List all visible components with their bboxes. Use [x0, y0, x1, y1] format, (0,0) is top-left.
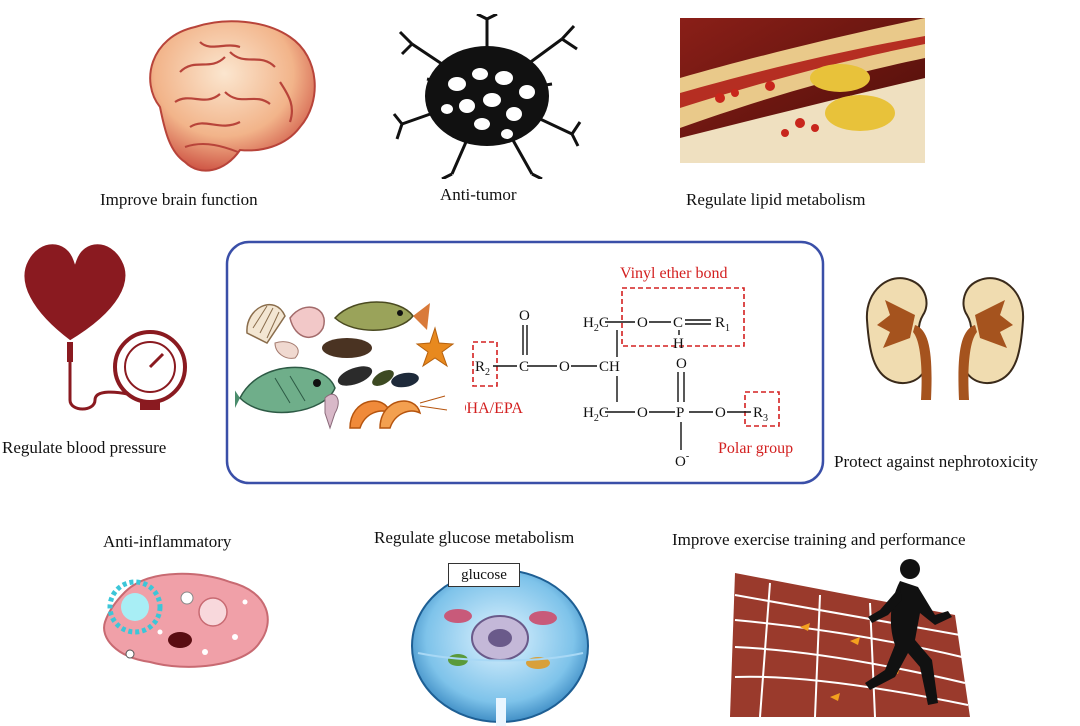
blood-pressure-label: Regulate blood pressure — [2, 438, 167, 457]
r2-box — [472, 341, 498, 387]
vinyl-ether-box — [621, 287, 745, 347]
lipid-label: Regulate lipid metabolism — [686, 190, 866, 209]
glucose-cell-illustration — [411, 569, 589, 726]
carbonyl-oxygen: O — [519, 308, 530, 324]
glucose-metabolism-label: Regulate glucose metabolism — [374, 528, 575, 547]
running-track-illustration — [730, 559, 970, 717]
lower-methylene: H2C — [583, 405, 609, 424]
phosphate-bottom-oxygen: O- — [675, 451, 689, 470]
artery-illustration — [680, 18, 925, 163]
polar-group-label: Polar group — [718, 440, 793, 457]
exercise-label: Improve exercise training and performanc… — [672, 530, 966, 549]
r1-atom: R1 — [715, 315, 730, 334]
ester-oxygen: O — [559, 359, 570, 375]
heart-gauge-illustration — [21, 241, 187, 411]
methine-ch: CH — [599, 359, 620, 375]
dha-epa-label: DHA/EPA — [465, 400, 523, 417]
phosphate-left-oxygen: O — [637, 405, 648, 421]
carbonyl-carbon: C — [519, 359, 529, 375]
inflammatory-cell-illustration — [103, 572, 269, 668]
kidney-label: Protect against nephrotoxicity — [834, 452, 1038, 471]
marine-sources-illustration — [235, 301, 455, 430]
phosphorus: P — [676, 405, 684, 421]
plasmalogen-structure: R2 O C O CH H2C O C H R1 H2C O O P O O- … — [465, 265, 793, 470]
r3-atom: R3 — [753, 405, 768, 424]
vinyl-hydrogen: H — [673, 336, 684, 352]
phosphate-top-oxygen: O — [676, 356, 687, 372]
vinyl-carbon: C — [673, 315, 683, 331]
vinyl-ether-label: Vinyl ether bond — [620, 265, 727, 282]
upper-methylene: H2C — [583, 315, 609, 334]
r3-box — [744, 391, 780, 427]
tumor-label: Anti-tumor — [440, 185, 517, 204]
ether-oxygen: O — [637, 315, 648, 331]
brain-illustration — [149, 20, 316, 172]
tumor-illustration — [392, 14, 582, 179]
glucose-tag: glucose — [448, 563, 520, 587]
kidney-illustration — [865, 277, 1025, 400]
inflammatory-label: Anti-inflammatory — [103, 532, 232, 551]
phosphate-right-oxygen: O — [715, 405, 726, 421]
brain-label: Improve brain function — [100, 190, 258, 209]
r2-atom: R2 — [475, 359, 490, 378]
